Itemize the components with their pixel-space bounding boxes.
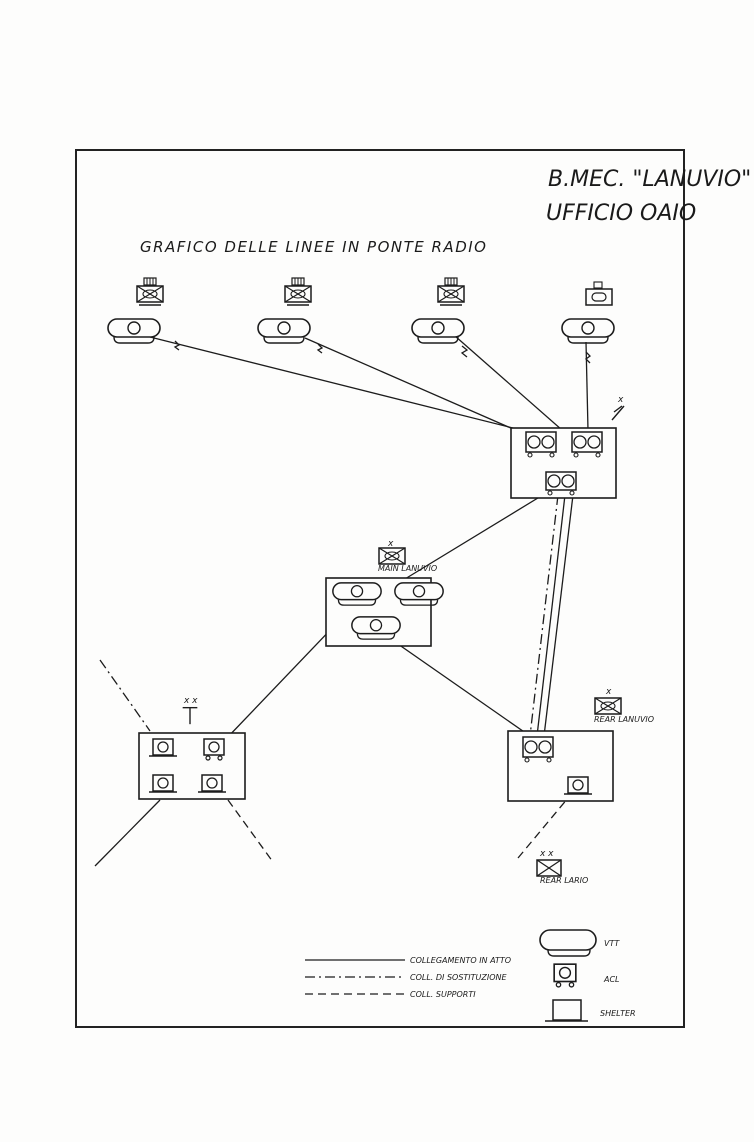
link-hub-to-rear [543,494,574,737]
vtt-vehicle-icon[interactable] [257,318,311,344]
legend-label-substitute: COLL. DI SOSTITUZIONE [410,973,508,982]
acl-pair-icon [522,736,554,763]
acl-pair-icon [571,431,603,458]
unit-flag-icon [585,281,613,306]
unit-flag-icon [594,697,622,715]
acl-legend-icon [553,963,577,988]
shelter-icon [198,774,226,793]
main-station[interactable]: x MAIN LANUVIO [325,539,444,647]
unit-flag-icon [536,859,562,877]
acl-pair-icon [525,431,557,458]
link-station4-to-hub [585,341,589,431]
office-heading: UFFICIO OAIO [546,201,696,226]
lightning-mark [585,351,591,364]
legend: COLLEGAMENTO IN ATTO COLL. DI SOSTITUZIO… [305,929,636,1022]
rear-station-label: REAR LANUVIO [594,715,654,724]
link-rear-external [517,797,569,859]
link-hub-to-rear-substitute [529,494,559,737]
vtt-vehicle-icon[interactable] [411,318,465,344]
echelon-mark: x [387,539,394,549]
unit-flag-icon [284,277,312,306]
link-lines [94,335,591,867]
rear-lario-label: REAR LARIO [540,876,588,885]
link-left-external-2 [94,799,161,867]
link-main-to-rear [384,634,531,737]
legend-label-acl: ACL [603,975,620,984]
unit-flag-icon [437,277,465,306]
link-station2-to-hub [304,337,530,437]
echelon-mark: x [617,395,624,405]
echelon-mark: x x [539,849,554,859]
hub-station[interactable]: x [510,395,625,499]
top-stations [107,277,615,344]
antenna-icon [181,706,199,725]
unit-flag-icon [136,277,164,306]
echelon-mark: x [605,687,612,697]
lightning-mark [173,340,181,351]
acl-pair-icon [545,471,577,496]
diagram-frame [75,149,685,1028]
unit-flag-icon [378,547,406,565]
link-hub-to-main [399,489,552,583]
link-hub-to-rear-2 [536,494,566,737]
shelter-icon [149,774,177,793]
vtt-legend-icon [539,929,597,957]
vtt-vehicle-icon[interactable] [107,318,161,344]
link-left-external-3 [227,799,274,863]
diagram-title: GRAFICO DELLE LINEE IN PONTE RADIO [140,238,487,256]
shelter-icon [564,776,592,795]
main-station-label: MAIN LANUVIO [378,564,437,573]
link-left-external-1 [99,659,151,732]
antenna-icon [611,405,625,421]
legend-label-vtt: VTT [604,939,620,948]
rear-lario-station[interactable]: x x REAR LARIO [536,849,588,885]
link-station1-to-hub [149,336,530,433]
link-station3-to-hub [454,335,563,431]
left-station[interactable]: x x [138,696,246,800]
shelter-legend-icon [545,999,588,1022]
shelter-icon [149,738,177,757]
rear-station[interactable]: x REAR LANUVIO [507,687,654,802]
legend-label-support: COLL. SUPPORTI [410,990,476,999]
lightning-mark [316,343,324,354]
legend-label-active: COLLEGAMENTO IN ATTO [410,956,511,965]
unit-heading: B.MEC. "LANUVIO" [548,167,751,192]
vtt-vehicle-icon[interactable] [561,318,615,344]
lightning-mark [460,345,469,358]
legend-label-shelter: SHELTER [600,1009,636,1018]
echelon-mark: x x [183,696,198,706]
